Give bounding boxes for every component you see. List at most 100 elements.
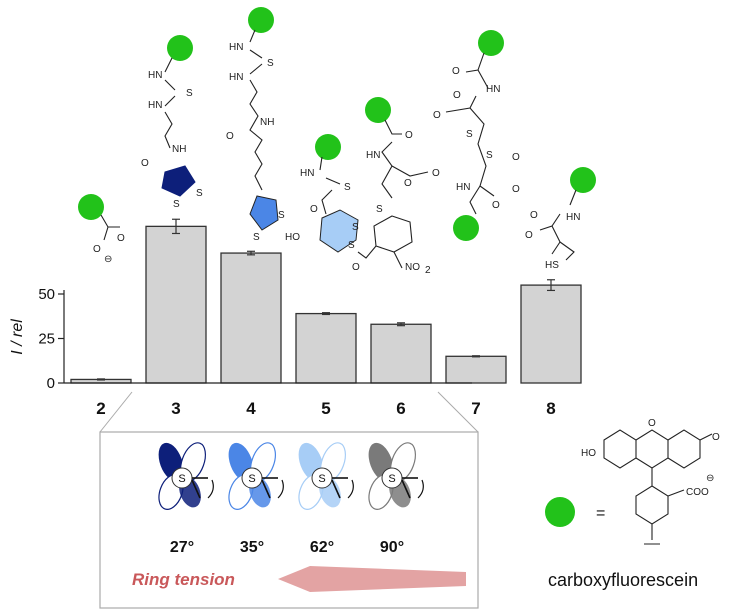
atom-label: O bbox=[117, 233, 125, 244]
bar-6 bbox=[370, 323, 432, 384]
atom-label: S bbox=[344, 182, 351, 193]
error-bar-7 bbox=[472, 355, 480, 358]
bar-4 bbox=[220, 252, 282, 384]
fluorescein-dot bbox=[78, 194, 104, 220]
fluorescein-dot bbox=[167, 35, 193, 61]
structure-8: HN O O HS bbox=[525, 167, 596, 271]
atom-label: S bbox=[376, 204, 383, 215]
structure-6: O HN O O S O NO 2 bbox=[352, 97, 440, 276]
fluorescein-dot bbox=[315, 134, 341, 160]
atom-label: NH bbox=[172, 144, 186, 155]
error-bar-3 bbox=[172, 218, 180, 235]
atom-label: HN bbox=[486, 84, 500, 95]
orbital-diagram-3: S bbox=[298, 442, 354, 510]
structure-7: O HN O O S S O HN O O bbox=[433, 30, 520, 241]
atom-label: O bbox=[648, 418, 656, 429]
atom-label: S bbox=[352, 222, 359, 233]
bar-5 bbox=[295, 312, 357, 384]
atom-label: S bbox=[486, 150, 493, 161]
ring-tension-arrow bbox=[278, 566, 466, 592]
atom-label: HO bbox=[581, 448, 596, 459]
atom-label: 2 bbox=[425, 265, 431, 276]
y-tick-label: 50 bbox=[38, 286, 55, 303]
fluorescein-dot bbox=[453, 215, 479, 241]
fluorescein-dot bbox=[365, 97, 391, 123]
atom-label: HO bbox=[285, 232, 300, 243]
atom-label: HN bbox=[566, 212, 580, 223]
y-tick-label: 0 bbox=[47, 375, 55, 392]
sulfur-label: S bbox=[388, 473, 395, 485]
atom-label: NO bbox=[405, 262, 420, 273]
atom-label: HN bbox=[229, 72, 243, 83]
error-bar-2 bbox=[97, 378, 105, 381]
sulfur-label: S bbox=[178, 473, 185, 485]
atom-label: COO bbox=[686, 487, 709, 498]
atom-label: O bbox=[433, 110, 441, 121]
atom-label: HN bbox=[229, 42, 243, 53]
atom-label: HN bbox=[148, 100, 162, 111]
atom-label: S bbox=[196, 188, 203, 199]
fluorescein-dot bbox=[478, 30, 504, 56]
atom-label: S bbox=[466, 129, 473, 140]
orbital-diagram-2: S bbox=[228, 442, 284, 510]
fluorescein-structure: HO O O COO ⊖ bbox=[581, 418, 720, 545]
zoom-line-left bbox=[99, 391, 133, 433]
sulfur-label: S bbox=[318, 473, 325, 485]
atom-label: O bbox=[492, 200, 500, 211]
orbital-diagram-4: S bbox=[368, 442, 424, 510]
error-bars bbox=[97, 218, 555, 381]
atom-label: O bbox=[352, 262, 360, 273]
atom-label: O bbox=[452, 66, 460, 77]
atom-label: HN bbox=[300, 168, 314, 179]
atom-label: HN bbox=[148, 70, 162, 81]
atom-label: S bbox=[186, 88, 193, 99]
x-category-label: 8 bbox=[546, 399, 555, 418]
atom-label: S bbox=[267, 58, 274, 69]
atom-label: O bbox=[453, 90, 461, 101]
benzene-ring bbox=[373, 215, 413, 253]
bars bbox=[70, 225, 582, 384]
fluorescein-dot bbox=[545, 497, 575, 527]
rotation-arrow-icon bbox=[417, 479, 424, 499]
structure-3: HN HN S NH O S S bbox=[141, 35, 203, 210]
atom-label: ⊖ bbox=[104, 254, 112, 265]
ring-dithiolane bbox=[161, 165, 196, 197]
x-category-label: 3 bbox=[171, 399, 180, 418]
y-tick-label: 25 bbox=[38, 331, 55, 348]
ring-dithiane bbox=[319, 209, 359, 253]
angle-label: 90° bbox=[380, 539, 404, 556]
atom-label: HN bbox=[366, 150, 380, 161]
atom-label: S bbox=[278, 210, 285, 221]
atom-label: S bbox=[253, 232, 260, 243]
equals-sign: = bbox=[596, 505, 605, 522]
atom-label: O bbox=[512, 184, 520, 195]
legend-name: carboxyfluorescein bbox=[548, 570, 698, 590]
rotation-arrow-icon bbox=[277, 479, 284, 499]
bar-8 bbox=[520, 284, 582, 384]
ring-dithiolane bbox=[249, 195, 279, 231]
chemical-structures: O O ⊖ HN HN S NH O S S HN HN S NH O S bbox=[78, 7, 596, 276]
atom-label: NH bbox=[260, 117, 274, 128]
angle-label: 35° bbox=[240, 539, 264, 556]
error-bar-6 bbox=[397, 322, 405, 327]
fluorescein-dot bbox=[248, 7, 274, 33]
atom-label: S bbox=[173, 199, 180, 210]
dihedral-angles: 27°35°62°90° bbox=[170, 539, 404, 556]
x-category-label: 2 bbox=[96, 399, 105, 418]
orbital-diagram-1: S bbox=[158, 442, 214, 510]
y-axis bbox=[63, 290, 472, 384]
angle-label: 27° bbox=[170, 539, 194, 556]
y-ticks: 0 25 50 bbox=[38, 286, 64, 392]
x-category-label: 5 bbox=[321, 399, 330, 418]
y-axis-label: I / rel bbox=[9, 319, 26, 355]
error-bar-8 bbox=[547, 279, 555, 292]
atom-label: O bbox=[432, 168, 440, 179]
error-bar-5 bbox=[322, 312, 330, 316]
atom-label: O bbox=[93, 244, 101, 255]
x-category-label: 6 bbox=[396, 399, 405, 418]
